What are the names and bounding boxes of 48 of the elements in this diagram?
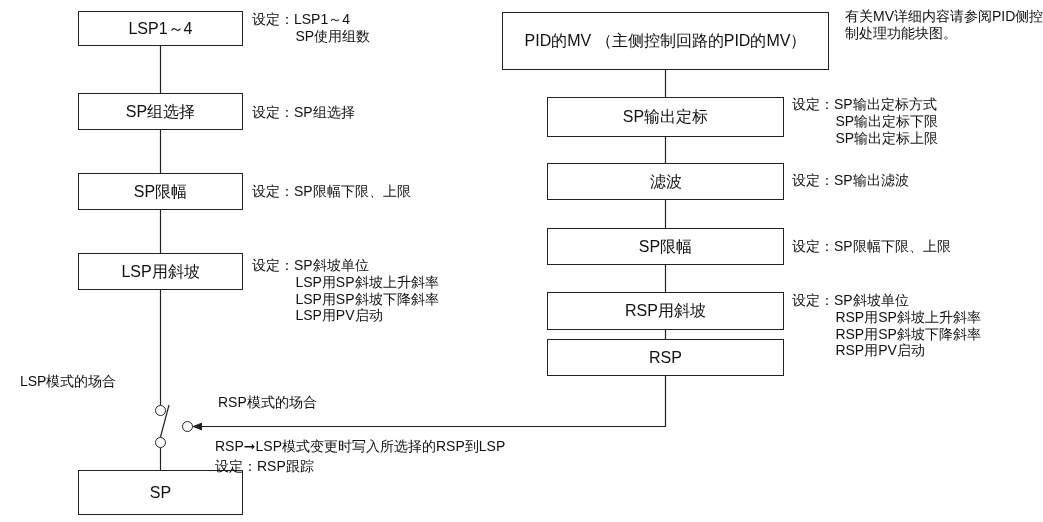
box-label: SP组选择 bbox=[125, 101, 196, 122]
process-box bbox=[502, 12, 829, 70]
process-box bbox=[78, 173, 243, 210]
connector-line bbox=[159, 129, 162, 174]
switch-contact bbox=[155, 405, 166, 416]
box-label: 滤波 bbox=[649, 171, 682, 192]
box-label: SP输出定标 bbox=[622, 107, 709, 127]
process-box bbox=[547, 163, 784, 200]
box-label: RSP bbox=[649, 347, 682, 368]
setting-note: 有关MV详细内容请参阅PID侧控制处理功能块图。 bbox=[845, 8, 1043, 42]
connector-line bbox=[664, 136, 667, 164]
connector-line bbox=[159, 209, 162, 254]
connector-line bbox=[664, 69, 667, 98]
box-label: LSP用斜坡 bbox=[121, 261, 200, 282]
setting-note: 设定：SP限幅下限、上限 bbox=[792, 238, 951, 255]
box-label: SP bbox=[149, 482, 172, 503]
process-box bbox=[547, 228, 784, 265]
box-label: PID的MV （主侧控制回路的PID的MV） bbox=[524, 31, 807, 51]
box-label: RSP用斜坡 bbox=[625, 301, 706, 321]
arrow bbox=[192, 375, 667, 431]
setting-note: 设定：SP限幅下限、上限 bbox=[252, 183, 411, 200]
process-box bbox=[547, 97, 784, 137]
note-text: 设定：RSP跟踪 bbox=[215, 458, 314, 476]
process-box bbox=[78, 11, 243, 46]
connector-line bbox=[159, 45, 162, 94]
note-text: RSP模式的场合 bbox=[218, 394, 317, 412]
note-text: LSP模式的场合 bbox=[20, 373, 117, 391]
process-box bbox=[78, 93, 243, 130]
note-text: RSP➞LSP模式变更时写入所选择的RSP到LSP bbox=[215, 438, 506, 456]
connector-line bbox=[159, 289, 162, 406]
setting-note: 设定：SP斜坡单位 RSP用SP斜坡上升斜率 RSP用SP斜坡下降斜率 RSP用PV启动 bbox=[792, 292, 981, 360]
connector-line bbox=[159, 447, 162, 471]
setting-note: 设定：LSP1～4 SP使用组数 bbox=[252, 11, 371, 45]
setting-note: 设定：SP斜坡单位 LSP用SP斜坡上升斜率 LSP用SP斜坡下降斜率 LSP用PV启动 bbox=[252, 257, 439, 325]
setting-note: 设定：SP组选择 bbox=[252, 104, 355, 121]
process-box bbox=[547, 292, 784, 330]
connector-line bbox=[664, 199, 667, 229]
switch-contact bbox=[182, 421, 193, 432]
box-label: SP限幅 bbox=[133, 181, 188, 202]
process-box bbox=[78, 253, 243, 290]
connector-line bbox=[664, 264, 667, 293]
box-label: SP限幅 bbox=[638, 236, 693, 257]
setting-note: 设定：SP输出定标方式 SP输出定标下限 SP输出定标上限 bbox=[792, 96, 939, 147]
switch-contact bbox=[155, 437, 166, 448]
connector-line bbox=[159, 404, 170, 438]
process-box bbox=[547, 339, 784, 376]
box-label: LSP1～4 bbox=[128, 18, 193, 39]
setting-note: 设定：SP输出滤波 bbox=[792, 172, 909, 189]
